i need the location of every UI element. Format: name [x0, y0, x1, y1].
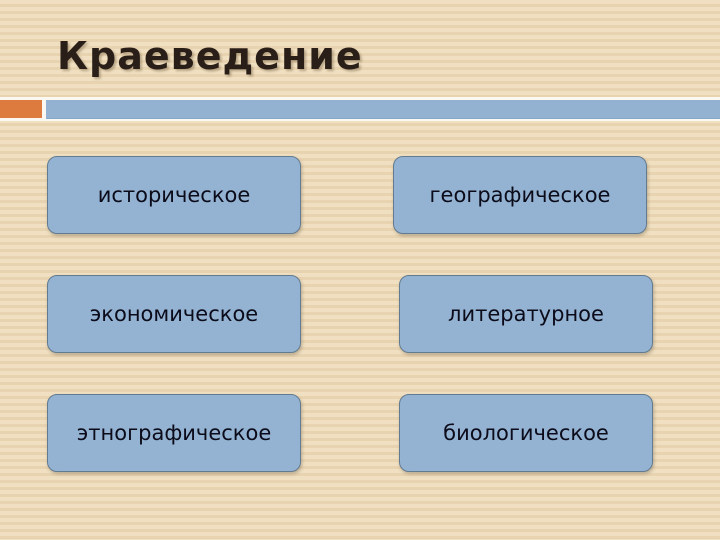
card-label: литературное: [448, 302, 604, 326]
header-accent-orange-bar: [0, 100, 42, 118]
card-literary: литературное: [399, 275, 653, 353]
card-historical: историческое: [47, 156, 301, 234]
card-geographical: географическое: [393, 156, 647, 234]
card-label: биологическое: [443, 421, 609, 445]
card-label: историческое: [97, 183, 251, 207]
card-label: экономическое: [89, 302, 259, 326]
card-biological: биологическое: [399, 394, 653, 472]
header-accent-blue-bar: [46, 100, 720, 119]
card-label: географическое: [429, 183, 611, 207]
slide-title: Краеведение: [57, 34, 363, 78]
card-label: этнографическое: [76, 421, 272, 445]
card-economic: экономическое: [47, 275, 301, 353]
card-ethnographic: этнографическое: [47, 394, 301, 472]
